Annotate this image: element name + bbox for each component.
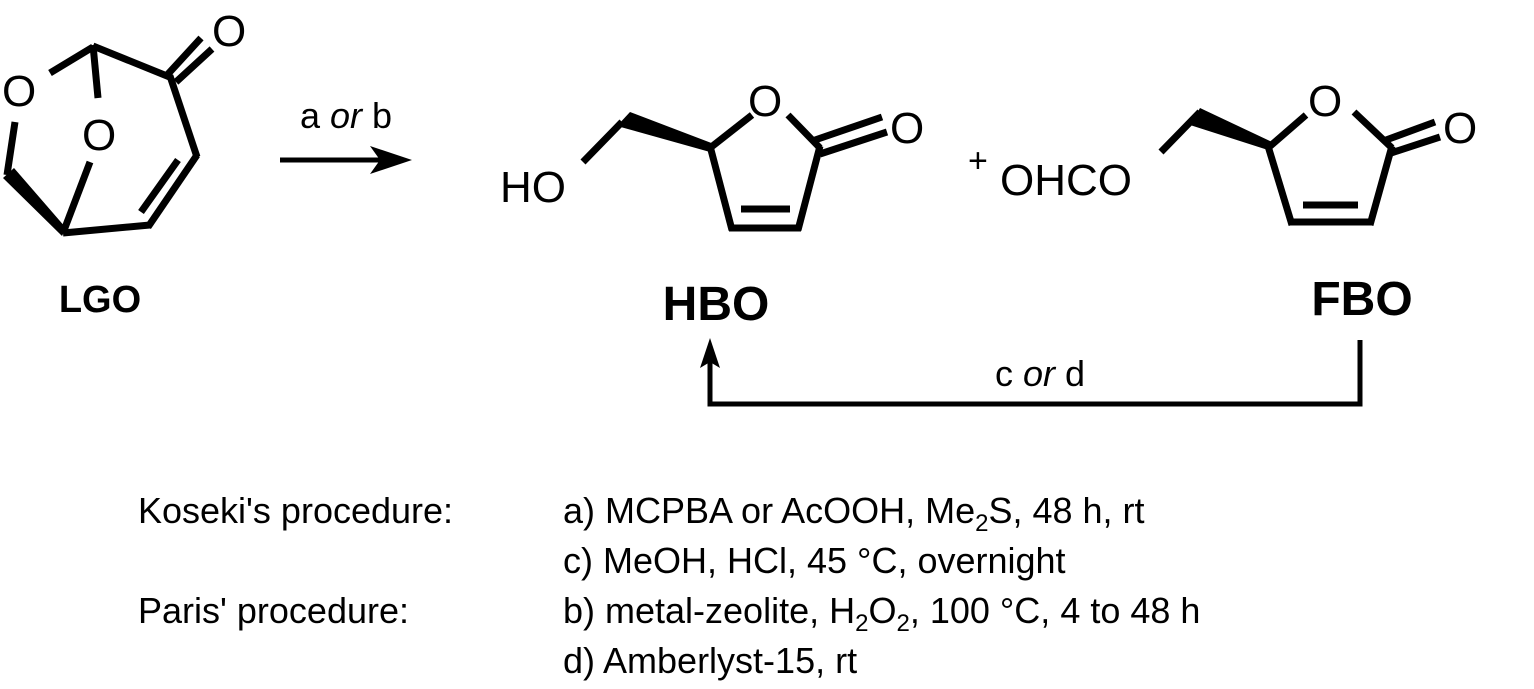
lgo-oxygen-bridge: O [82, 111, 116, 160]
paris-procedure-label: Paris' procedure: [138, 590, 409, 631]
fbo-charge: + [968, 142, 988, 180]
wedge-bond [1190, 108, 1272, 150]
lgo-oxygen-ring: O [2, 67, 36, 116]
lgo-label: LGO [59, 279, 141, 321]
forward-arrow: a or b [280, 95, 412, 174]
condition-d: d) Amberlyst-15, rt [563, 640, 857, 681]
fbo-label: FBO [1311, 273, 1412, 326]
back-conversion-arrow: c or d [700, 338, 1363, 407]
lgo-oxygen-carbonyl: O [212, 7, 246, 56]
fbo-formyloxy: OHCO [1000, 156, 1132, 205]
koseki-procedure-label: Koseki's procedure: [138, 490, 453, 531]
hbo-label: HBO [663, 278, 770, 331]
fbo-structure: + OHCO O O FBO [968, 77, 1477, 326]
condition-b: b) metal-zeolite, H2O2, 100 °C, 4 to 48 … [563, 590, 1200, 637]
hbo-hydroxyl: HO [500, 163, 566, 212]
wedge-bond [617, 112, 714, 152]
forward-conditions-label: a or b [300, 95, 392, 136]
conditions-list: Koseki's procedure: a) MCPBA or AcOOH, M… [138, 490, 1200, 681]
condition-a: a) MCPBA or AcOOH, Me2S, 48 h, rt [563, 490, 1145, 537]
fbo-carbonyl-oxygen: O [1443, 104, 1477, 153]
hbo-ring-oxygen: O [748, 77, 782, 126]
condition-c: c) MeOH, HCl, 45 °C, overnight [563, 540, 1066, 581]
hbo-carbonyl-oxygen: O [890, 104, 924, 153]
fbo-ring-oxygen: O [1308, 77, 1342, 126]
back-conditions-label: c or d [995, 353, 1085, 394]
hbo-structure: HO O O HBO [500, 77, 924, 331]
lgo-structure: O O O LGO [2, 7, 246, 321]
wedge-bond [3, 168, 66, 236]
